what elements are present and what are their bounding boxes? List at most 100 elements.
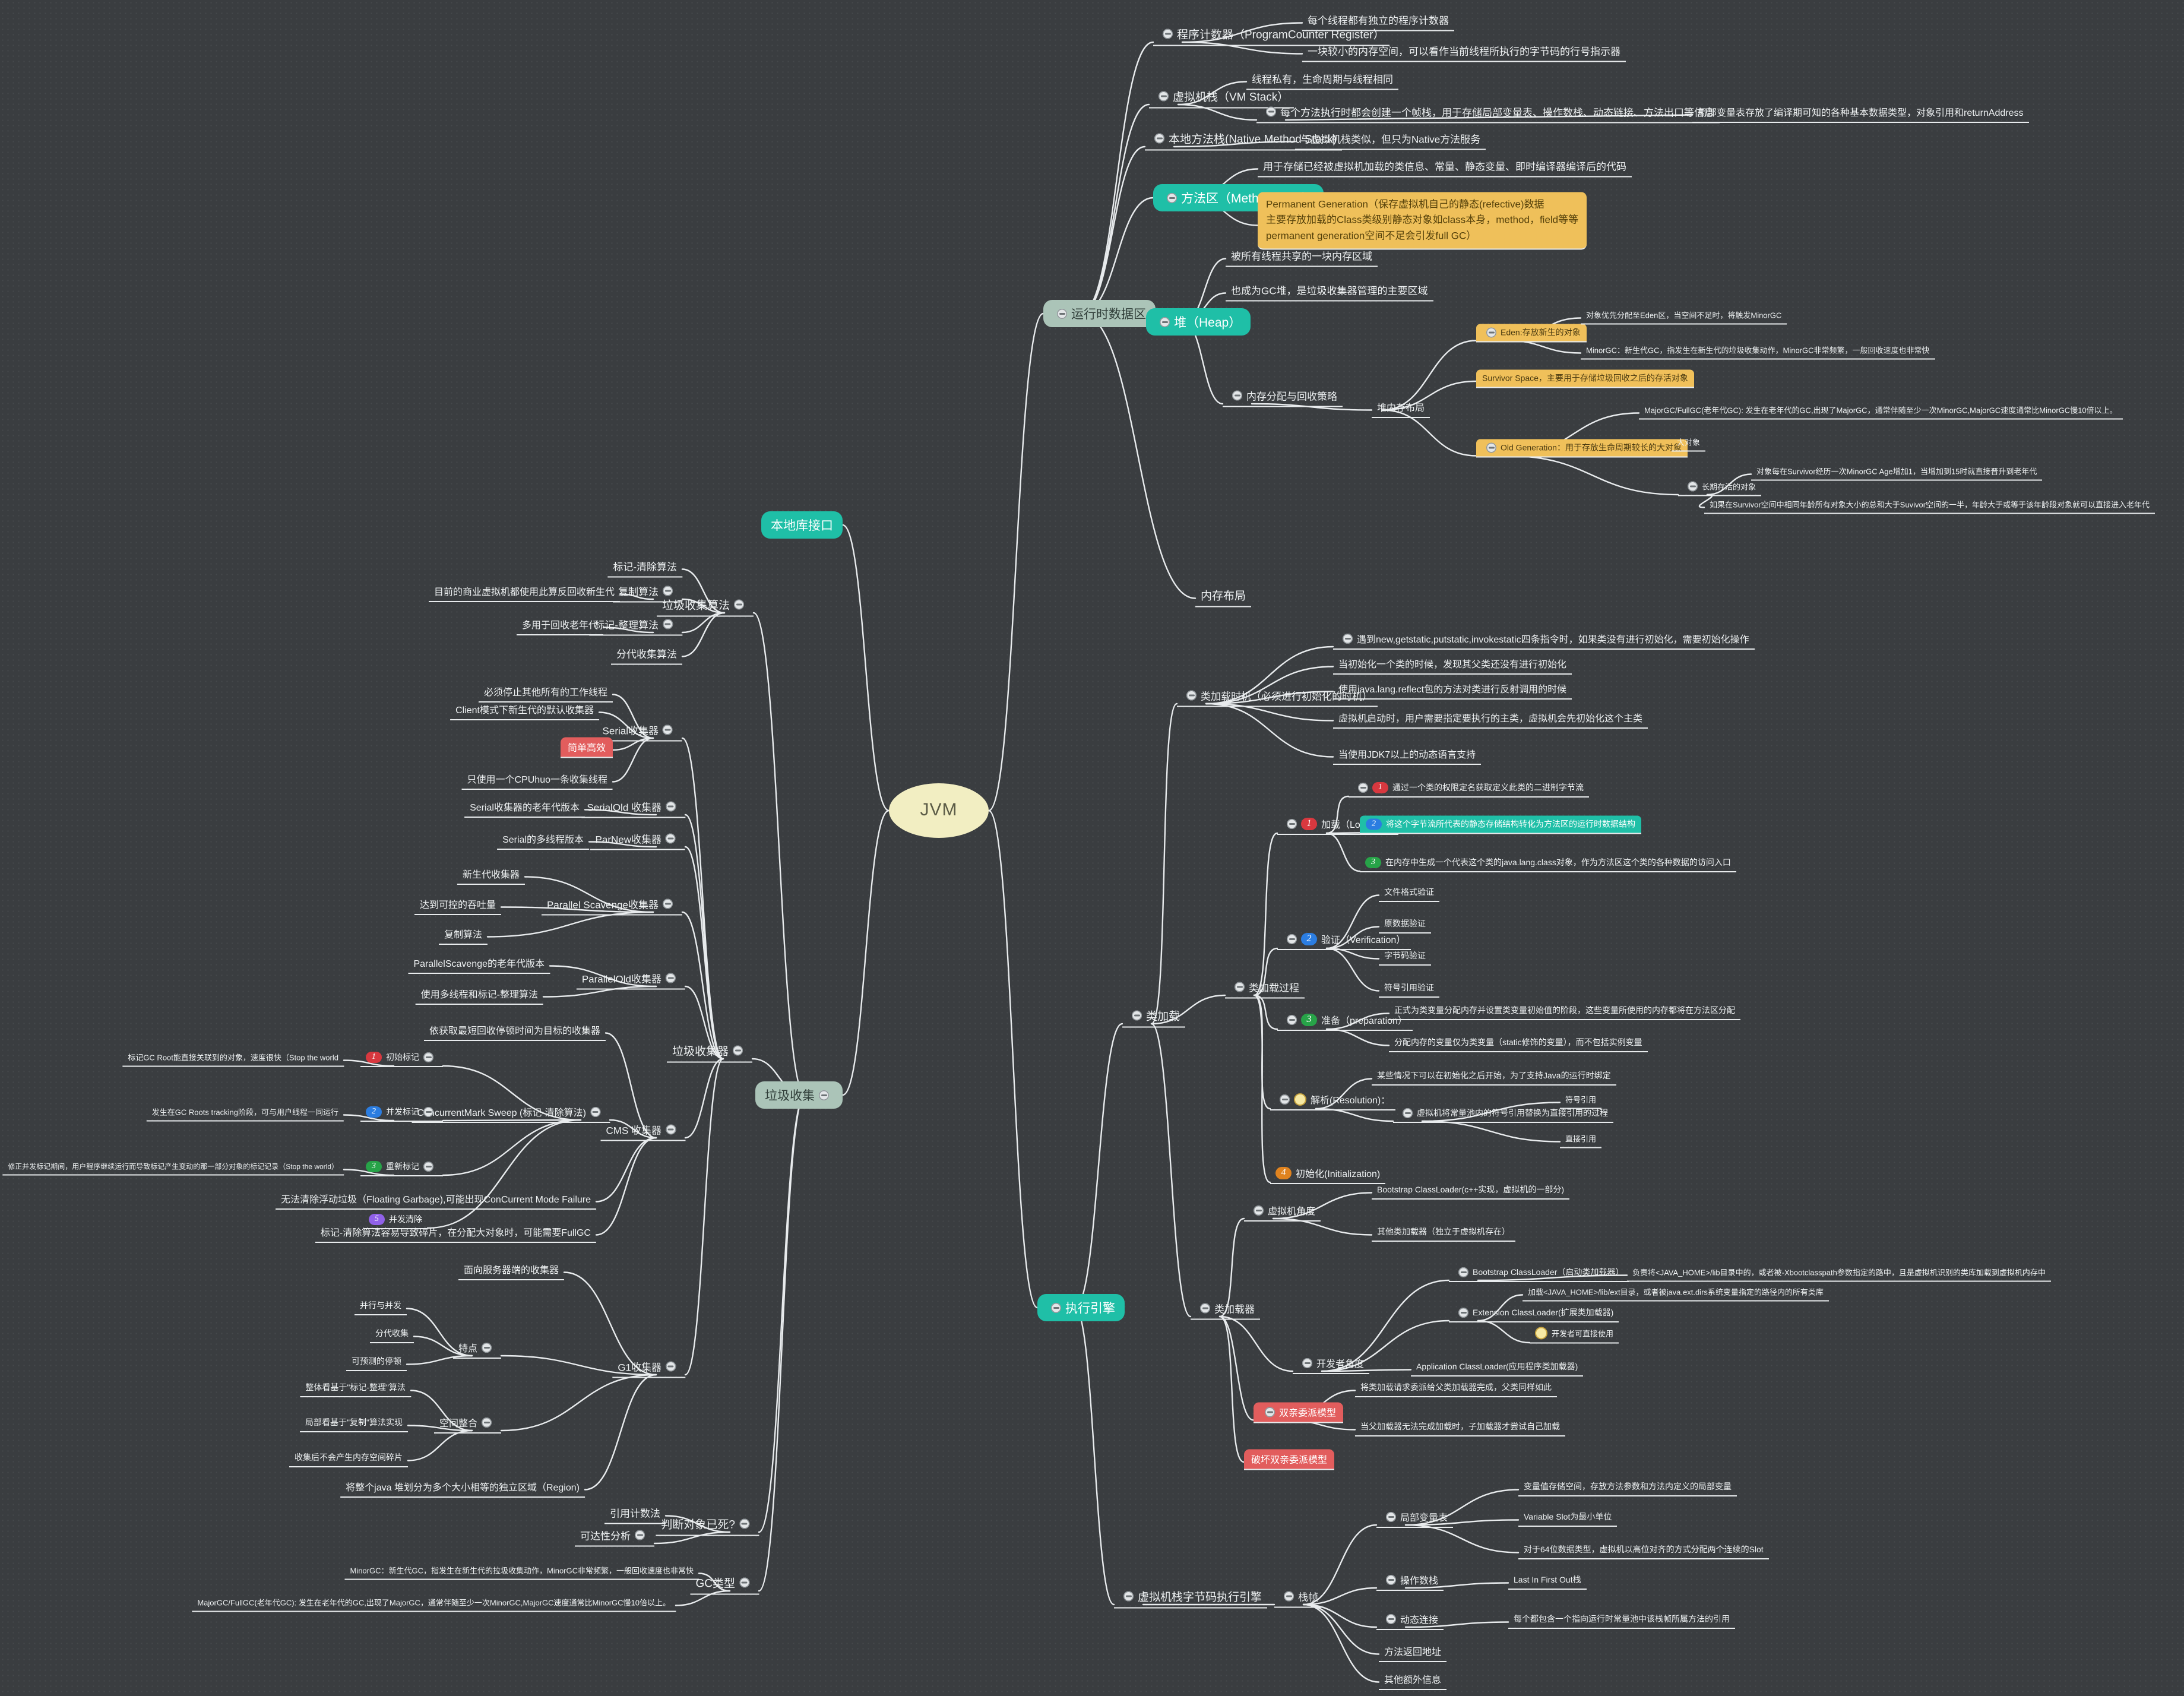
node-loader[interactable]: 类加载器: [1191, 1299, 1260, 1320]
node-loadtime[interactable]: 类加载时机（必须进行初始化的时机）: [1177, 686, 1378, 707]
node-feat2[interactable]: 分代收集: [370, 1325, 414, 1343]
node-ext[interactable]: Extension ClassLoader(扩展类加载器): [1449, 1305, 1619, 1322]
collapse-icon[interactable]: [1458, 1307, 1468, 1318]
node-r2[interactable]: 虚拟机将常量池内的符号引用替换为直接引用的过程: [1393, 1105, 1613, 1123]
node-v3[interactable]: 字节码验证: [1379, 948, 1431, 966]
node-ps1[interactable]: 新生代收集器: [457, 865, 525, 885]
node-lvt[interactable]: 局部变量表: [1376, 1508, 1454, 1528]
node-g1[interactable]: G1收集器: [612, 1358, 685, 1378]
collapse-icon[interactable]: [482, 1342, 492, 1353]
collapse-icon[interactable]: [1167, 192, 1177, 203]
node-devview[interactable]: 开发者角度: [1293, 1354, 1370, 1374]
node-vmv2[interactable]: 其他类加载器（独立于虚拟机存在）: [1372, 1224, 1515, 1242]
node-serial3[interactable]: 简单高效: [560, 737, 613, 758]
node-cmsb1[interactable]: 发生在GC Roots tracking阶段，可与用户线程一同运行: [146, 1105, 344, 1122]
node-frame[interactable]: 栈帧: [1274, 1587, 1324, 1608]
node-serialold1[interactable]: Serial收集器的老年代版本: [464, 798, 585, 818]
node-feat3[interactable]: 可预测的停顿: [346, 1353, 407, 1371]
node-alg3[interactable]: 标记-整理算法: [589, 615, 682, 636]
node-ma1[interactable]: 用于存储已经被虚拟机加载的类信息、常量、静态变量、即时编译器编译后的代码: [1258, 157, 1632, 178]
collapse-icon[interactable]: [1688, 481, 1698, 492]
collapse-icon[interactable]: [666, 973, 676, 983]
collapse-icon[interactable]: [1287, 818, 1297, 829]
node-cms1[interactable]: 依获取最短回收停顿时间为目标的收集器: [423, 1021, 606, 1041]
node-parentmodel[interactable]: 双亲委派模型: [1254, 1402, 1344, 1423]
collapse-icon[interactable]: [1235, 982, 1245, 992]
collapse-icon[interactable]: [1386, 1613, 1396, 1624]
node-vmstack[interactable]: 虚拟机栈（VM Stack）: [1149, 87, 1294, 109]
node-resol[interactable]: 解析(Resolution)：: [1270, 1090, 1396, 1110]
node-r1[interactable]: 某些情况下可以在初始化之后开始，为了支持Java的运行时绑定: [1372, 1068, 1616, 1086]
node-p2[interactable]: 分配内存的变量仅为类变量（static修饰的变量），而不包括实例变量: [1389, 1034, 1648, 1052]
node-heap2[interactable]: 也成为GC堆，是垃圾收集器管理的主要区域: [1226, 281, 1433, 302]
collapse-icon[interactable]: [1163, 29, 1173, 39]
node-par1[interactable]: 将类加载请求委派给父类加载器完成，父类同样如此: [1355, 1379, 1557, 1397]
node-cmssweep[interactable]: ConcurrentMark Sweep (标记-清除算法): [412, 1103, 610, 1123]
node-lvt1[interactable]: 变量值存储空间，存放方法参数和方法内定义的局部变量: [1518, 1479, 1737, 1496]
collapse-icon[interactable]: [1486, 327, 1496, 337]
collapse-icon[interactable]: [1358, 782, 1368, 793]
node-vmview[interactable]: 虚拟机角度: [1244, 1201, 1321, 1222]
collapse-icon[interactable]: [663, 586, 673, 596]
node-native[interactable]: 本地方法栈(Native Method Stack): [1145, 129, 1342, 151]
collapse-icon[interactable]: [1265, 1407, 1275, 1417]
collapse-icon[interactable]: [1154, 133, 1164, 144]
node-ps2[interactable]: 达到可控的吞吐量: [414, 895, 501, 915]
node-op1[interactable]: Last In First Out栈: [1508, 1572, 1587, 1590]
node-space1[interactable]: 整体看基于"标记-整理"算法: [300, 1379, 411, 1397]
node-gctype2[interactable]: MajorGC/FullGC(老年代GC): 发生在老年代的GC,出现了Majo…: [192, 1595, 676, 1612]
collapse-icon[interactable]: [1186, 690, 1197, 701]
node-bytecode[interactable]: 虚拟机栈字节码执行引擎: [1114, 1587, 1268, 1609]
node-g11[interactable]: 面向服务器端的收集器: [458, 1260, 564, 1280]
node-alg4[interactable]: 分代收集算法: [611, 644, 682, 665]
node-dead2[interactable]: 可达性分析: [575, 1526, 654, 1547]
node-cms[interactable]: CMS 收集器: [600, 1121, 685, 1141]
node-extra[interactable]: 其他额外信息: [1379, 1670, 1447, 1690]
node-alg2note[interactable]: 目前的商业虚拟机都使用此算反回收新生代: [428, 582, 620, 602]
collapse-icon[interactable]: [1486, 442, 1496, 453]
node-vmv1[interactable]: Bootstrap ClassLoader(c++实现，虚拟机的一部分): [1372, 1182, 1570, 1200]
node-heap1[interactable]: 被所有线程共享的一块内存区域: [1226, 246, 1378, 267]
node-lt4[interactable]: 虚拟机启动时，用户需要指定要执行的主类，虚拟机会先初始化这个主类: [1333, 708, 1648, 729]
node-lt5[interactable]: 当使用JDK7以上的动态语言支持: [1333, 745, 1482, 765]
node-cms2[interactable]: 无法清除浮动垃圾（Floating Garbage),可能出现ConCurren…: [276, 1189, 596, 1210]
node-bootstrap[interactable]: Bootstrap ClassLoader（启动类加载器）: [1449, 1264, 1629, 1282]
collapse-icon[interactable]: [666, 801, 676, 812]
node-v4[interactable]: 符号引用验证: [1379, 980, 1439, 998]
node-serial1[interactable]: 必须停止其他所有的工作线程: [478, 682, 613, 703]
node-boot1[interactable]: 负责将<JAVA_HOME>/lib目录中的，或者被-Xbootclasspat…: [1627, 1265, 2051, 1282]
node-pold1[interactable]: ParallelScavenge的老年代版本: [408, 954, 550, 974]
collapse-icon[interactable]: [1302, 1358, 1312, 1368]
node-pc2[interactable]: 一块较小的内存空间，可以看作当前线程所执行的字节码的行号指示器: [1302, 42, 1626, 62]
node-old3a[interactable]: 对象每在Survivor经历一次MinorGC Age增加1，当增加到15时就直…: [1751, 464, 2043, 481]
node-heap[interactable]: 堆（Heap）: [1146, 308, 1251, 336]
collapse-icon[interactable]: [733, 1045, 743, 1056]
collapse-icon[interactable]: [1232, 390, 1242, 401]
collapse-icon[interactable]: [1266, 106, 1276, 117]
node-alg2[interactable]: 复制算法: [613, 582, 682, 603]
node-lvt3[interactable]: 对于64位数据类型，虚拟机以高位对齐的方式分配两个连续的Slot: [1518, 1542, 1769, 1559]
node-feat[interactable]: 特点: [452, 1339, 501, 1359]
node-pold[interactable]: ParallelOld收集器: [576, 969, 685, 990]
node-serial[interactable]: Serial收集器: [597, 721, 682, 742]
collapse-icon[interactable]: [1051, 1302, 1061, 1313]
collapse-icon[interactable]: [423, 1106, 433, 1117]
collapse-icon[interactable]: [1403, 1108, 1413, 1118]
collapse-icon[interactable]: [1159, 91, 1169, 102]
collapse-icon[interactable]: [734, 599, 744, 610]
node-vs2[interactable]: 每个方法执行时都会创建一个帧栈，用于存储局部变量表、操作数栈、动态链接、方法出口…: [1256, 103, 1720, 124]
node-serial2[interactable]: Client模式下新生代的默认收集器: [450, 700, 599, 720]
node-eden1[interactable]: 对象优先分配至Eden区，当空间不足时，将触发MinorGC: [1581, 308, 1787, 325]
node-parnew1[interactable]: Serial的多线程版本: [497, 830, 589, 850]
node-gc[interactable]: 垃圾收集: [755, 1081, 843, 1109]
node-old3b[interactable]: 如果在Survivor空间中相同年龄所有对象大小的总和大于Suvivor空间的一…: [1704, 497, 2155, 514]
node-ma2[interactable]: Permanent Generation（保存虚拟机自己的静态(refectiv…: [1258, 192, 1587, 250]
node-nativeif[interactable]: 本地库接口: [761, 511, 843, 539]
collapse-icon[interactable]: [1287, 1014, 1297, 1025]
